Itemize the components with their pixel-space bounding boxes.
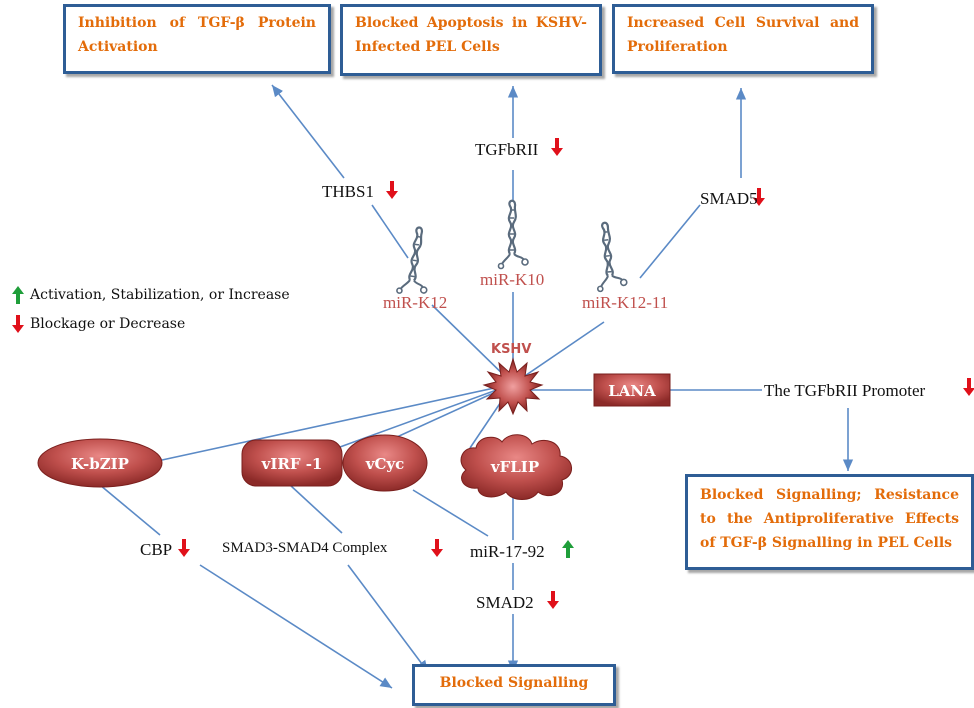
- vflip-protein: vFLIP: [460, 434, 572, 500]
- promoter-decrease-icon: [963, 378, 974, 396]
- target-smad2: SMAD2: [476, 593, 534, 612]
- outcome-text-blocked-apoptosis: Blocked Apoptosis in KSHV-Infected PEL C…: [355, 15, 587, 55]
- connectors: [99, 170, 762, 590]
- smad5-decrease-icon: [753, 188, 765, 206]
- legend-increase-icon: [12, 286, 24, 304]
- kshv-virus-icon: [482, 357, 544, 416]
- outcome-text-cell-survival: Increased Cell Survival and Proliferatio…: [627, 15, 859, 55]
- outcome-box-blocked-signalling: Blocked Signalling: [412, 664, 616, 706]
- target-cbp: CBP: [140, 540, 173, 559]
- mirna-k12-11-label: miR-K12-11: [582, 293, 669, 312]
- target-smad3-smad4: SMAD3-SMAD4 Complex: [222, 540, 388, 556]
- kbzip-label: K-bZIP: [71, 455, 129, 473]
- virf1-protein: vIRF -1: [241, 439, 343, 487]
- cbp-decrease-icon: [178, 539, 190, 557]
- vcyc-label: vCyc: [365, 455, 405, 473]
- outcome-text-tgf-inhibition: Inhibition of TGF-β Protein Activation: [78, 15, 316, 55]
- target-smad5: SMAD5: [700, 189, 758, 208]
- thbs1-decrease-icon: [386, 181, 398, 199]
- vflip-label: vFLIP: [490, 458, 539, 476]
- mirna-hairpin-k12-icon: [395, 224, 437, 298]
- smad2-decrease-icon: [547, 591, 559, 609]
- lana-label: LANA: [608, 382, 656, 400]
- lana-protein: LANA: [593, 373, 671, 407]
- legend-decrease-icon: [12, 315, 24, 333]
- arrows: [199, 84, 854, 689]
- mirna-hairpin-k10-icon: [497, 199, 530, 270]
- kshv-label: KSHV: [491, 342, 532, 357]
- target-thbs1: THBS1: [322, 182, 374, 201]
- virf1-label: vIRF -1: [261, 455, 323, 473]
- smad3-smad4-decrease-icon: [431, 539, 443, 557]
- mirna-k12-label: miR-K12: [383, 293, 448, 312]
- outcome-box-resistance: Blocked Signalling; Resistance to the An…: [685, 474, 974, 570]
- target-tgfbrii: TGFbRII: [475, 140, 539, 159]
- target-mir-17-92: miR-17-92: [470, 542, 545, 561]
- outcome-box-blocked-apoptosis: Blocked Apoptosis in KSHV-Infected PEL C…: [340, 4, 602, 76]
- mir-17-92-increase-icon: [562, 540, 574, 558]
- kbzip-protein: K-bZIP: [37, 438, 163, 488]
- target-promoter: The TGFbRII Promoter: [764, 381, 926, 400]
- outcome-text-resistance: Blocked Signalling; Resistance to the An…: [700, 487, 959, 551]
- outcome-text-blocked-signalling: Blocked Signalling: [439, 675, 589, 691]
- outcome-box-tgf-inhibition: Inhibition of TGF-β Protein Activation: [63, 4, 331, 74]
- mirna-hairpin-k12-11-icon: [589, 220, 629, 293]
- legend-increase-text: Activation, Stabilization, or Increase: [30, 287, 290, 303]
- tgfbrii-decrease-icon: [551, 138, 563, 156]
- mirna-k10-label: miR-K10: [480, 270, 545, 289]
- outcome-box-cell-survival: Increased Cell Survival and Proliferatio…: [612, 4, 874, 74]
- legend-decrease-text: Blockage or Decrease: [30, 316, 186, 332]
- vcyc-protein: vCyc: [342, 434, 428, 492]
